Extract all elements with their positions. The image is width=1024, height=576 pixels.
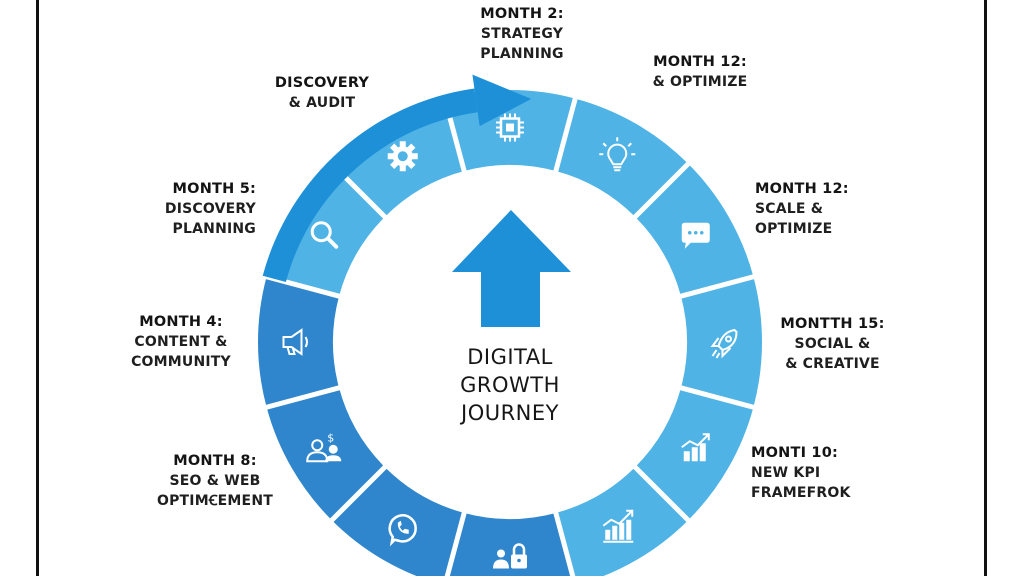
growth-up-arrow-icon [452,210,571,327]
label-line: NEW KPI [751,465,821,481]
progress-band-arrowhead [472,74,532,127]
whatsapp-icon [388,514,417,547]
journey-segment [680,276,763,408]
label-line: OPTIMꞒEMENT [157,493,273,509]
chip-icon [496,113,524,142]
label-month-5: MONTH 5: DISCOVERY PLANNING [140,179,256,239]
segment-separator [631,463,692,524]
label-discovery-audit: DISCOVERY & AUDIT [262,73,382,113]
segment-separator [678,384,756,411]
line-chart-growth-icon [602,509,634,543]
label-line: PLANNING [172,221,256,237]
label-line: PLANNING [480,46,564,62]
label-line: SOCIAL & [794,336,871,352]
segment-separator [552,510,576,576]
center-title: DIGITAL GROWTH JOURNEY [410,343,610,427]
label-line: STRATEGY [480,26,564,42]
label-line: FRAMEFROK [751,485,851,501]
bar-chart-growth-icon [681,433,710,462]
label-line: COMMUNITY [131,354,231,370]
center-title-line: JOURNEY [461,401,559,425]
journey-segment [266,163,385,297]
label-month-15: MONTTH 15: SOCIAL & & CREATIVE [775,314,890,374]
label-heading: MONTH 2: [480,6,564,22]
lightbulb-icon [599,137,636,172]
label-heading: MONTH 5: [172,181,256,197]
label-month-2: MONTH 2: STRATEGY PLANNING [462,4,582,64]
label-line: & AUDIT [288,95,356,111]
label-month-12-optimize: MONTH 12: & OPTIMIZE [640,52,760,92]
label-line: & CREATIVE [785,356,880,372]
frame-border-right [984,0,987,576]
label-month-4: MONTH 4: CONTENT & COMMUNITY [122,312,240,372]
journey-segment [331,467,465,576]
segment-separator [328,463,389,524]
megaphone-icon [282,328,308,356]
label-month-12-scale: MONTH 12: SCALE & OPTIMIZE [755,179,849,239]
segment-separator [631,160,692,221]
label-heading: MONTH 12: [755,181,849,197]
journey-segment [258,276,340,408]
label-month-8: MONTH 8: SEO & WEB OPTIMꞒEMENT [146,451,284,511]
label-line: & OPTIMIZE [652,74,748,90]
label-line: CONTENT & [134,334,228,350]
user-lock-icon [493,543,527,569]
segments-layer [258,90,763,576]
label-heading: MONTTH 15: [780,316,885,332]
frame-border-left [36,0,39,576]
label-line: DISCOVERY [164,201,256,217]
journey-segment [555,98,689,217]
svg-text:$: $ [327,431,334,444]
progress-arrow-band [262,74,532,282]
label-line: SCALE & [755,201,824,217]
rocket-icon [710,328,738,359]
segment-separator [678,273,756,300]
segment-separator [552,96,579,174]
label-heading: MONTH 12: [653,54,747,70]
center-title-line: DIGITAL [467,345,553,369]
segment-separator [444,510,468,576]
icons-layer: $ [282,113,738,569]
progress-band-body [262,88,478,282]
label-heading: MONTH 8: [173,453,257,469]
center-title-line: GROWTH [460,373,560,397]
segment-separator [264,384,342,411]
label-heading: MONTH 4: [139,314,223,330]
label-line: SEO & WEB [169,473,261,489]
journey-segment [447,512,573,576]
label-month-10: MONTI 10: NEW KPI FRAMEFROK [751,443,851,503]
chat-bubble-icon [681,222,710,249]
label-heading: DISCOVERY [274,75,370,91]
label-line: OPTIMIZE [755,221,833,237]
search-icon [310,221,339,249]
label-heading: MONTI 10: [751,445,839,461]
users-dollar-icon: $ [306,431,342,463]
gear-icon [387,141,418,172]
